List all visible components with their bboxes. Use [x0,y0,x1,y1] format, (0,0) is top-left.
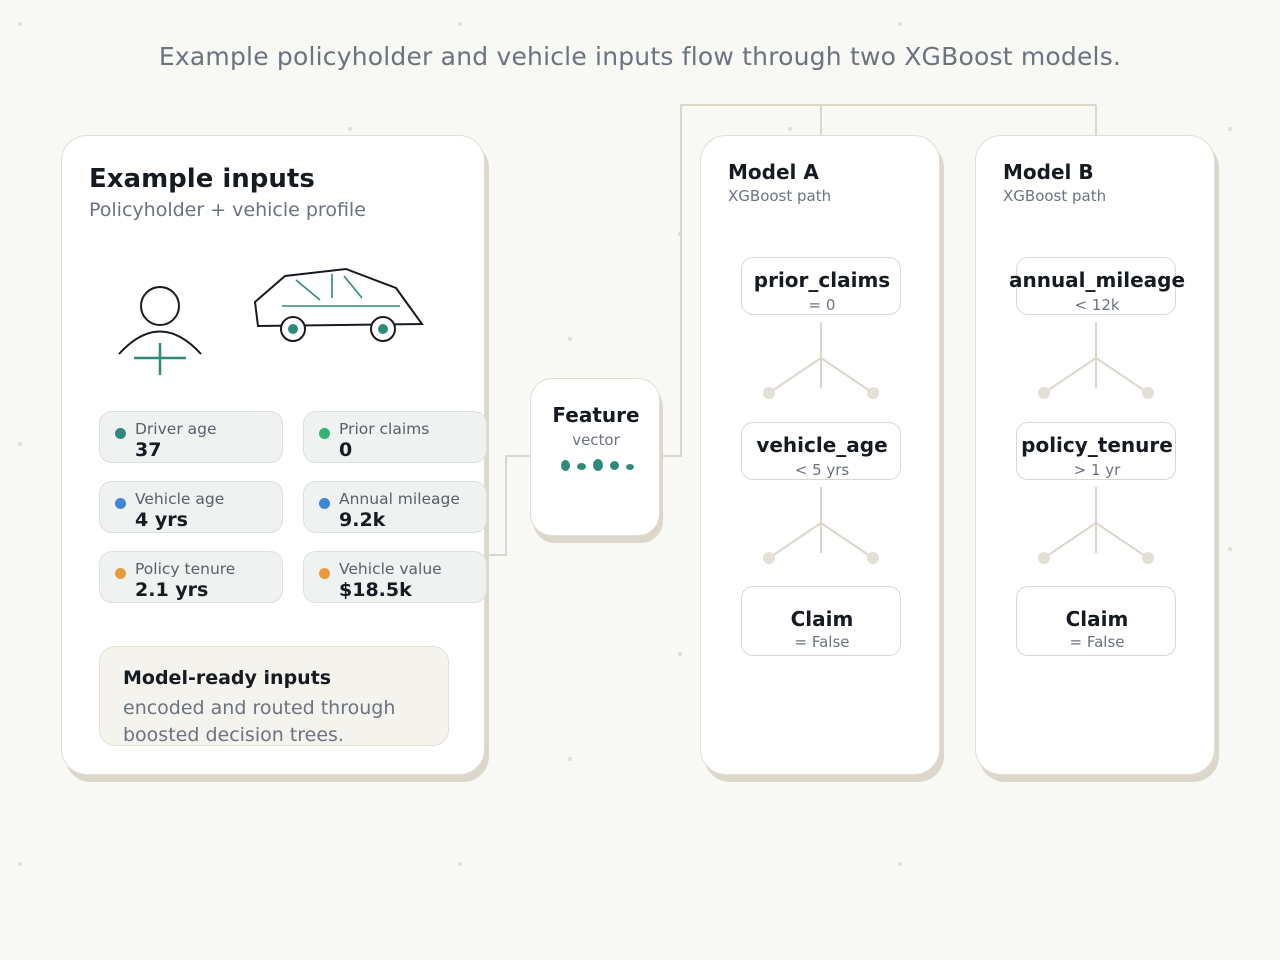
model-subtitle: XGBoost path [728,187,832,205]
model-ready-text: encoded and routed through boosted decis… [123,697,396,746]
tree-node-split: vehicle_age < 5 yrs [741,422,901,480]
inputs-to-feature-connector [488,455,530,556]
tree-node-leaf: Claim = False [741,586,901,656]
background-dot [568,337,572,341]
feature-vector-subtitle: vector [572,431,620,449]
background-dot [458,862,462,866]
diagram-title: Example policyholder and vehicle inputs … [158,42,1122,71]
chip-label: Vehicle value [339,560,442,578]
person-icon [118,286,202,375]
model-title: Model B [1003,160,1094,184]
background-dot [898,22,902,26]
model-b-card: Model B XGBoost path annual_mileage < 12… [975,135,1215,775]
feature-chip-vehicle-age: Vehicle age 4 yrs [99,481,283,533]
background-dot [348,127,352,131]
chip-label: Driver age [135,420,217,438]
feature-chip-driver-age: Driver age 37 [99,411,283,463]
background-dot [678,652,682,656]
chip-value: 0 [339,439,353,461]
node-feature: vehicle_age [756,433,888,457]
chip-value: 37 [135,439,162,461]
node-feature: prior_claims [753,268,891,292]
node-outcome: Claim [790,607,854,631]
feature-vector-card: Feature vector [530,378,660,536]
node-condition: = False [1069,633,1125,651]
status-dot [115,498,126,509]
feature-to-models-connector [662,104,1096,457]
background-dot [788,127,792,131]
vector-dot [577,463,586,470]
tree-node-split: policy_tenure > 1 yr [1016,422,1176,480]
node-condition: = 0 [808,296,836,314]
chip-label: Annual mileage [339,490,460,508]
inputs-subtitle: Policyholder + vehicle profile [89,199,366,221]
chip-value: 4 yrs [135,509,188,531]
background-dot [1228,127,1232,131]
status-dot [319,428,330,439]
chip-label: Vehicle age [135,490,225,508]
chip-label: Prior claims [339,420,430,438]
background-dot [18,22,22,26]
vector-dot [626,464,634,470]
tree-node-split: prior_claims = 0 [741,257,901,315]
feature-chip-policy-tenure: Policy tenure 2.1 yrs [99,551,283,603]
model-subtitle: XGBoost path [1003,187,1107,205]
car-icon [253,267,424,342]
node-feature: annual_mileage [1008,268,1186,292]
status-dot [115,568,126,579]
node-feature: policy_tenure [1021,433,1173,457]
chip-value: 9.2k [339,509,386,531]
feature-chip-vehicle-value: Vehicle value $18.5k [303,551,487,603]
node-condition: < 5 yrs [794,461,850,479]
model-a-card: Model A XGBoost path prior_claims = 0 ve… [700,135,940,775]
feature-chip-prior-claims: Prior claims 0 [303,411,487,463]
vector-dot [561,460,570,471]
tree-branches [763,322,879,564]
vector-dot [593,459,603,471]
tree-branches [1038,322,1154,564]
background-dot [568,757,572,761]
node-condition: = False [794,633,850,651]
background-dot [1228,547,1232,551]
feature-vector-title: Feature [552,403,640,427]
background-dot [18,862,22,866]
node-condition: < 12k [1074,296,1120,314]
tree-node-split: annual_mileage < 12k [1009,257,1185,315]
background-dot [18,442,22,446]
background-dot [898,862,902,866]
status-dot [319,568,330,579]
feature-chip-annual-mileage: Annual mileage 9.2k [303,481,487,533]
chip-value: $18.5k [339,579,412,601]
model-ready-title: Model-ready inputs [123,667,332,689]
inputs-card: Example inputs Policyholder + vehicle pr… [61,135,487,775]
tree-node-leaf: Claim = False [1016,586,1176,656]
chip-label: Policy tenure [135,560,236,578]
background-dot [458,22,462,26]
chip-value: 2.1 yrs [135,579,209,601]
status-dot [319,498,330,509]
inputs-title: Example inputs [89,164,315,194]
node-outcome: Claim [1065,607,1129,631]
status-dot [115,428,126,439]
vector-dot [610,461,619,470]
node-condition: > 1 yr [1073,461,1121,479]
model-ready-note: Model-ready inputs encoded and routed th… [99,646,449,746]
model-title: Model A [728,160,819,184]
